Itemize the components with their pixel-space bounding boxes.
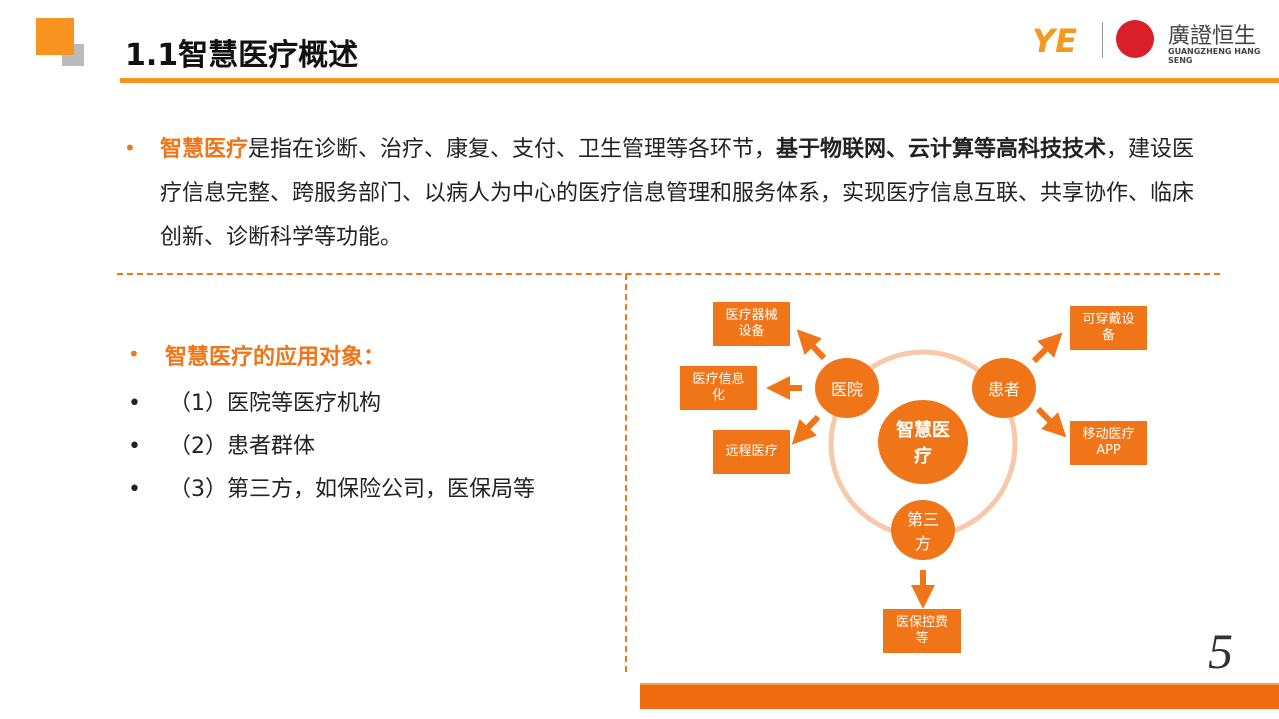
arrow bbox=[796, 329, 827, 361]
patient-node: 患者 bbox=[972, 358, 1036, 418]
page-title: 1.1智慧医疗概述 bbox=[125, 38, 359, 73]
ye-logo-icon: YE bbox=[1032, 22, 1078, 60]
logo-divider bbox=[1102, 22, 1103, 58]
objects-heading: 智慧医疗的应用对象： bbox=[165, 345, 386, 370]
bullet: • bbox=[128, 342, 140, 366]
list-item: • （2）患者群体 bbox=[128, 434, 315, 459]
diagram-box: 移动医疗APP bbox=[1070, 421, 1147, 465]
logo-subtext: GUANGZHENG HANG SENG bbox=[1168, 47, 1261, 65]
divider-vertical bbox=[625, 274, 627, 672]
list-item-text: （1）医院等医疗机构 bbox=[168, 391, 381, 416]
intro-bold: 基于物联网、云计算等高科技技术 bbox=[776, 137, 1107, 162]
diagram-box: 医疗信息化 bbox=[680, 366, 757, 410]
footer-bar bbox=[640, 683, 1279, 709]
diagram-box: 医保控费等 bbox=[883, 609, 961, 653]
hang-seng-seal-icon bbox=[1116, 20, 1154, 58]
list-item-text: （2）患者群体 bbox=[168, 434, 315, 459]
intro-term: 智慧医疗 bbox=[160, 137, 249, 162]
intro-text: 是指在诊断、治疗、康复、支付、卫生管理等各环节， bbox=[248, 137, 777, 162]
center-node: 智慧医疗 bbox=[878, 400, 968, 484]
diagram-box: 远程医疗 bbox=[713, 430, 790, 474]
hospital-node: 医院 bbox=[815, 358, 879, 418]
arrow bbox=[1031, 332, 1063, 364]
diagram-box: 医疗器械设备 bbox=[713, 302, 790, 346]
intro-paragraph: 智慧医疗是指在诊断、治疗、康复、支付、卫生管理等各环节，基于物联网、云计算等高科… bbox=[160, 128, 1200, 260]
diagram-box: 可穿戴设备 bbox=[1070, 306, 1147, 350]
third-party-node: 第三方 bbox=[891, 500, 955, 560]
list-item: • （1）医院等医疗机构 bbox=[128, 391, 381, 416]
logo-square-orange-overlap bbox=[62, 44, 74, 55]
divider-horizontal bbox=[117, 273, 1220, 275]
bullet: • bbox=[124, 136, 136, 160]
arrow bbox=[1035, 406, 1067, 438]
title-underline bbox=[120, 78, 1279, 83]
intro-text-2: ，建设医疗信息完整、跨服务部门、以病人为中心的医疗信息管理和服务体系，实现医疗信… bbox=[160, 137, 1195, 250]
logo-text: 廣證恒生 bbox=[1168, 24, 1257, 49]
list-item-text: （3）第三方，如保险公司，医保局等 bbox=[168, 477, 535, 502]
list-item: • （3）第三方，如保险公司，医保局等 bbox=[128, 477, 535, 502]
arrow bbox=[791, 414, 821, 445]
page-number: 5 bbox=[1208, 623, 1233, 679]
brand-logo: YE 廣證恒生 GUANGZHENG HANG SENG bbox=[1030, 18, 1270, 65]
